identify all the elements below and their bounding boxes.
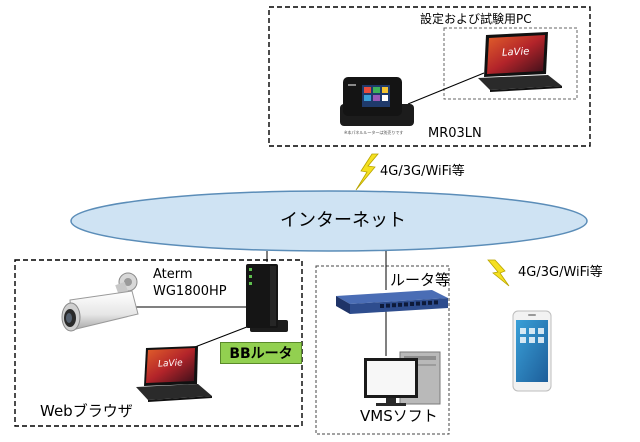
mobile-router-caption: ※本パネルルーターは別売りです — [344, 130, 404, 135]
pc-group-label: 設定および試験用PC — [420, 12, 532, 26]
vms-label: VMSソフト — [360, 407, 438, 425]
web-browser-laptop-icon — [136, 346, 212, 402]
pc-laptop-brand-logo: LaVie — [501, 46, 530, 59]
mobile-router-label: MR03LN — [428, 126, 482, 141]
vms-group-box — [315, 265, 450, 435]
mobile-router-group-box — [268, 6, 591, 147]
wireless-right-label: 4G/3G/WiFi等 — [518, 265, 603, 280]
bb-router-badge: BBルータ — [220, 342, 302, 364]
vms-computer-icon — [364, 351, 441, 406]
lightning-right-icon — [487, 259, 510, 287]
router-etc-label: ルータ等 — [390, 271, 451, 289]
smartphone-icon — [512, 310, 552, 392]
network-switch-icon — [336, 290, 448, 314]
aterm-label-line1: Aterm — [153, 267, 193, 282]
aterm-router-icon — [246, 264, 288, 332]
wireless-upper-label: 4G/3G/WiFi等 — [380, 164, 465, 179]
pc-group-box — [443, 27, 578, 100]
lightning-upper-icon — [355, 153, 379, 191]
aterm-label-line2: WG1800HP — [153, 284, 227, 299]
link-mobile-router-pc — [407, 72, 485, 105]
web-browser-label: Webブラウザ — [40, 402, 133, 420]
pc-laptop-icon — [478, 32, 562, 92]
web-laptop-brand-logo: LaVie — [157, 358, 183, 370]
security-camera-icon — [61, 272, 139, 332]
home-network-group-box — [14, 259, 303, 427]
internet-cloud — [70, 190, 588, 252]
internet-label: インターネット — [280, 210, 406, 231]
mobile-router-icon — [340, 77, 414, 126]
